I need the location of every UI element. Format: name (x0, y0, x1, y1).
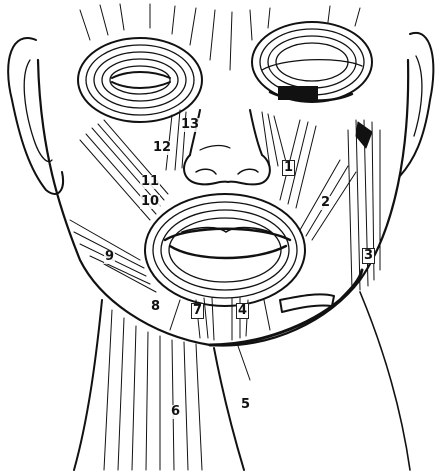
masseter-muscle (348, 120, 380, 290)
left-ear (8, 38, 63, 194)
label-12: 12 (152, 141, 172, 155)
left-eye-muscle (78, 38, 202, 122)
label-9: 9 (104, 250, 115, 264)
face-outline (38, 60, 408, 346)
chin-muscles (170, 298, 270, 340)
mouth-muscle (145, 194, 305, 306)
label-3: 3 (362, 248, 375, 264)
right-eye-muscle (252, 22, 372, 102)
label-6: 6 (170, 405, 181, 419)
label-11: 11 (140, 175, 160, 189)
label-1: 1 (282, 160, 295, 176)
right-ear (400, 33, 433, 176)
label-7: 7 (191, 303, 204, 319)
label-2: 2 (320, 196, 331, 210)
right-ear-inner (414, 56, 422, 136)
label-13: 13 (180, 118, 200, 132)
cheek-muscles (80, 120, 356, 240)
label-8: 8 (150, 300, 161, 314)
label-4: 4 (236, 303, 249, 319)
label-5: 5 (240, 398, 251, 412)
label-10: 10 (140, 195, 160, 209)
